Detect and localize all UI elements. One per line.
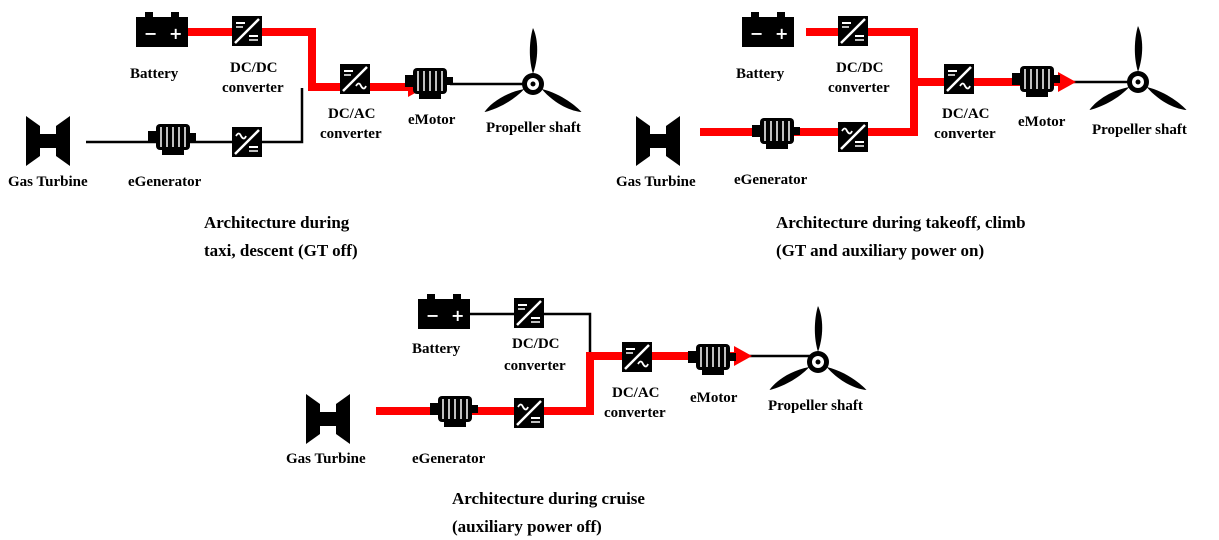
emotor-icon [1011, 65, 1061, 98]
dcdc-label-line2: converter [828, 80, 890, 96]
dcac-label-line1: DC/AC [942, 106, 990, 122]
caption-takeoff-line1: Architecture during takeoff, climb [776, 213, 1026, 232]
acdc-converter-icon [836, 120, 870, 154]
battery-icon [742, 12, 794, 47]
dcdc-converter-icon [836, 14, 870, 48]
gas-turbine-icon [26, 116, 70, 166]
caption-cruise-line2: (auxiliary power off) [452, 517, 602, 536]
battery-icon [418, 294, 470, 329]
acdc-converter-icon [512, 396, 546, 430]
egenerator-label: eGenerator [128, 174, 202, 190]
panel-taxi-descent: Battery DC/DC converter DC/AC converter … [8, 12, 584, 260]
battery-label: Battery [736, 66, 785, 82]
dcac-label-line2: converter [934, 126, 996, 142]
acdc-converter-icon [230, 125, 264, 159]
panel-cruise: Battery DC/DC converter DC/AC converter … [286, 294, 869, 536]
gas-turbine-label: Gas Turbine [616, 174, 696, 190]
caption-cruise-line1: Architecture during cruise [452, 489, 645, 508]
emotor-label: eMotor [690, 390, 738, 406]
caption-taxi-line1: Architecture during [204, 213, 350, 232]
gas-turbine-icon [306, 394, 350, 444]
dcdc-label-line2: converter [222, 80, 284, 96]
dcac-label-line2: converter [320, 126, 382, 142]
dcac-label-line1: DC/AC [328, 106, 376, 122]
dcac-converter-icon [942, 62, 976, 96]
caption-takeoff-line2: (GT and auxiliary power on) [776, 241, 984, 260]
dcdc-label-line1: DC/DC [230, 60, 278, 76]
gas-turbine-label: Gas Turbine [8, 174, 88, 190]
dcac-label-line2: converter [604, 405, 666, 421]
gas-turbine-icon [636, 116, 680, 166]
emotor-label: eMotor [408, 112, 456, 128]
propeller-label: Propeller shaft [1092, 122, 1187, 138]
dcac-converter-icon [620, 340, 654, 374]
propeller-icon [1087, 26, 1189, 114]
dcdc-label-line1: DC/DC [836, 60, 884, 76]
propeller-label: Propeller shaft [486, 120, 581, 136]
emotor-label: eMotor [1018, 114, 1066, 130]
dcac-converter-icon [338, 62, 372, 96]
dcdc-converter-icon [512, 296, 546, 330]
dcac-label-line1: DC/AC [612, 385, 660, 401]
dcdc-label-line2: converter [504, 358, 566, 374]
egenerator-icon [751, 117, 801, 150]
gas-turbine-label: Gas Turbine [286, 451, 366, 467]
caption-taxi-line2: taxi, descent (GT off) [204, 241, 358, 260]
propeller-label: Propeller shaft [768, 398, 863, 414]
egenerator-label: eGenerator [412, 451, 486, 467]
egenerator-icon [147, 123, 197, 156]
battery-label: Battery [412, 341, 461, 357]
propeller-icon [482, 28, 584, 116]
dcdc-converter-icon [230, 14, 264, 48]
battery-label: Battery [130, 66, 179, 82]
propeller-icon [767, 306, 869, 394]
egenerator-icon [429, 395, 479, 428]
dcdc-label-line1: DC/DC [512, 336, 560, 352]
emotor-icon [687, 343, 737, 376]
flow-path-cruise [376, 346, 752, 415]
panel-takeoff-climb: Battery DC/DC converter DC/AC converter … [616, 12, 1189, 260]
egenerator-label: eGenerator [734, 172, 808, 188]
battery-icon [136, 12, 188, 47]
